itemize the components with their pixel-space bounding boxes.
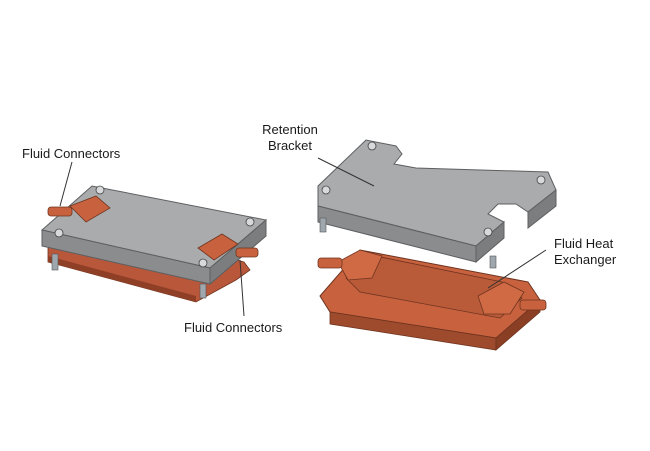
screw-head [483,227,493,237]
retention-bracket-label-line2: Bracket [267,138,313,153]
left-fluid-boss [69,195,111,223]
retention-bracket-side [475,220,505,264]
screw-head [245,217,255,227]
outlet-barb-fitting [519,299,547,311]
standoff [51,253,59,271]
retention-bracket-part [317,139,557,269]
assembled-unit [40,185,268,303]
screw-head [536,175,546,185]
right-fluid-boss [197,233,239,261]
inlet-barb-fitting [317,257,343,269]
right-barb-fitting [235,247,259,258]
screw-head [198,258,208,268]
fluid-connectors-label-bottom: Fluid Connectors [184,320,283,335]
inlet-boss [337,249,383,281]
leader-lines [59,157,547,317]
retention-bracket-label-line1: Retention [262,122,318,137]
fluid-heat-exchanger-label: Fluid Heat Exchanger [554,236,616,268]
screw-head [321,185,331,195]
fluid-heat-exchanger-part [317,249,547,351]
assembled-copper-plate-edge [48,256,196,302]
leader-line-fluid-heat-exchanger [487,249,547,289]
retention-bracket-side-2 [527,188,557,230]
standoff [319,217,327,233]
screw-head [54,228,64,238]
screw-head [367,141,377,151]
leader-line-retention-bracket [317,157,375,187]
leader-line-fluid-connectors-top [59,161,73,207]
fluid-connectors-label-top: Fluid Connectors [22,146,121,161]
retention-bracket-label: Retention Bracket [250,122,330,154]
fluid-heat-exchanger-label-line1: Fluid Heat [554,236,614,251]
standoff [489,255,497,269]
heat-exchanger-plate-edge-right [495,299,541,351]
standoff [199,283,207,299]
left-barb-fitting [47,206,73,217]
outlet-boss [477,281,525,315]
screw-head [95,185,105,195]
leader-line-fluid-connectors-bottom [239,259,245,317]
fluid-heat-exchanger-label-line2: Exchanger [554,252,617,267]
